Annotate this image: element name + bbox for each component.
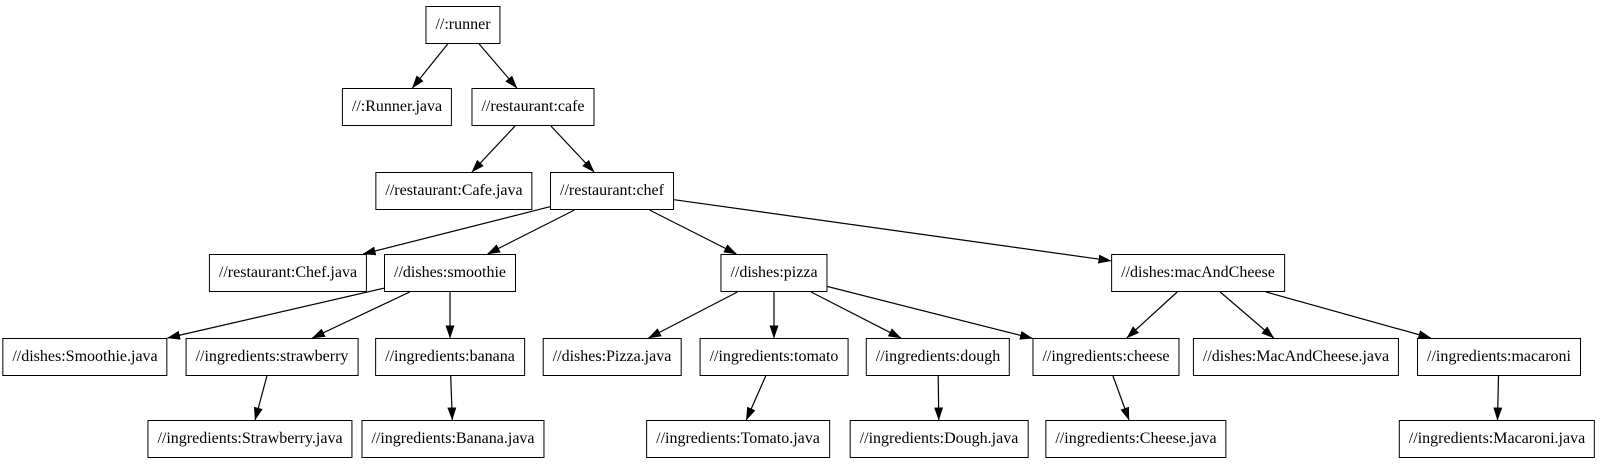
graph-node-runner: //:runner [425,6,501,44]
edge-banana-banana_java [447,375,457,421]
graph-node-strawberry: //ingredients:strawberry [185,338,359,376]
edge-pizza-cheese [827,285,1033,340]
edge-chef-chef_java [362,206,551,256]
graph-node-pizza: //dishes:pizza [720,254,828,292]
edge-cheese-cheese_java [1112,375,1130,421]
edge-macandcheese-macandcheese_java [1219,291,1275,339]
graph-node-chef_java: //restaurant:Chef.java [208,254,368,292]
edge-chef-pizza [649,209,737,255]
graph-node-macaroni_java: //ingredients:Macaroni.java [1398,420,1596,458]
graph-node-smoothie_java: //dishes:Smoothie.java [2,338,168,376]
edge-macandcheese-cheese [1126,291,1178,339]
graph-node-cheese_java: //ingredients:Cheese.java [1045,420,1227,458]
edge-chef-macandcheese [673,199,1112,264]
graph-node-banana_java: //ingredients:Banana.java [361,420,545,458]
edge-smoothie-smoothie_java [167,287,385,340]
edge-macandcheese-macaroni [1265,291,1432,339]
edge-runner-cafe [478,43,518,89]
edge-chef-smoothie [487,209,575,255]
graph-node-dough_java: //ingredients:Dough.java [849,420,1029,458]
edge-macaroni-macaroni_java [1493,375,1503,421]
edge-pizza-pizza_java [648,291,738,339]
graph-node-macandcheese_java: //dishes:MacAndCheese.java [1192,338,1400,376]
edge-runner-runner_java [411,43,449,89]
edge-cafe-cafe_java [471,125,516,173]
graph-node-banana: //ingredients:banana [375,338,525,376]
graph-node-cheese: //ingredients:cheese [1032,338,1180,376]
graph-node-smoothie: //dishes:smoothie [384,254,516,292]
edge-smoothie-strawberry [311,291,410,339]
edge-pizza-dough [810,291,902,339]
graph-node-chef: //restaurant:chef [550,172,674,210]
graph-node-pizza_java: //dishes:Pizza.java [542,338,682,376]
edge-cafe-chef [550,125,595,173]
graph-node-dough: //ingredients:dough [865,338,1011,376]
edge-strawberry-strawberry_java [253,375,268,421]
graph-node-cafe: //restaurant:cafe [471,88,595,126]
graph-node-cafe_java: //restaurant:Cafe.java [375,172,533,210]
graph-node-tomato: //ingredients:tomato [699,338,849,376]
graph-node-tomato_java: //ingredients:Tomato.java [646,420,830,458]
graph-node-strawberry_java: //ingredients:Strawberry.java [147,420,353,458]
edge-tomato-tomato_java [745,375,767,421]
graph-node-macaroni: //ingredients:macaroni [1417,338,1581,376]
graph-node-macandcheese: //dishes:macAndCheese [1111,254,1285,292]
edge-dough-dough_java [934,375,944,421]
graph-node-runner_java: //:Runner.java [341,88,453,126]
